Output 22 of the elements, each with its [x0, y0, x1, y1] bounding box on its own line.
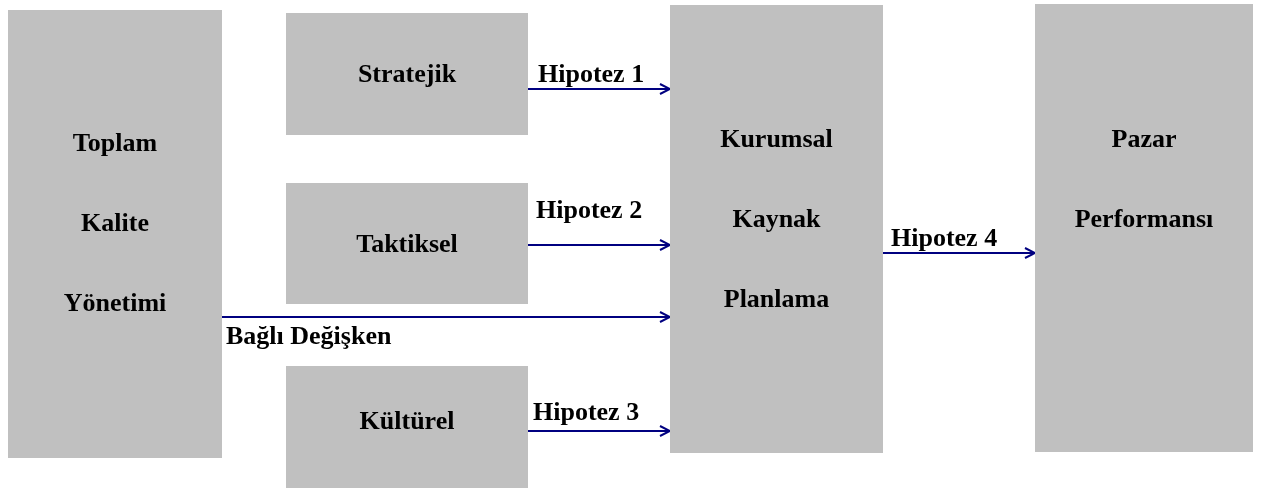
box-label: Taktiksel [355, 228, 459, 259]
process-box [8, 10, 222, 458]
arrow [221, 311, 671, 323]
process-box [670, 5, 883, 453]
box-label: Toplam Kalite Yönetimi [63, 127, 167, 319]
arrow [527, 239, 671, 251]
edge-label: Hipotez 4 [891, 224, 998, 252]
process-box [286, 366, 528, 488]
process-box [286, 183, 528, 304]
box-label: Stratejik [356, 59, 458, 89]
process-box [286, 13, 528, 135]
box-label: Kültürel [358, 406, 456, 436]
edge-label: Hipotez 1 [538, 60, 645, 88]
edge-label: Hipotez 3 [533, 398, 640, 426]
arrow [882, 247, 1036, 259]
arrow [527, 83, 671, 95]
process-box [1035, 4, 1253, 452]
box-label: Pazar Performansı [1074, 123, 1214, 235]
edge-label: Hipotez 2 [536, 196, 643, 224]
edge-label: Bağlı Değişken [226, 322, 392, 350]
box-label: Kurumsal Kaynak Planlama [720, 123, 833, 315]
arrow [527, 425, 671, 437]
